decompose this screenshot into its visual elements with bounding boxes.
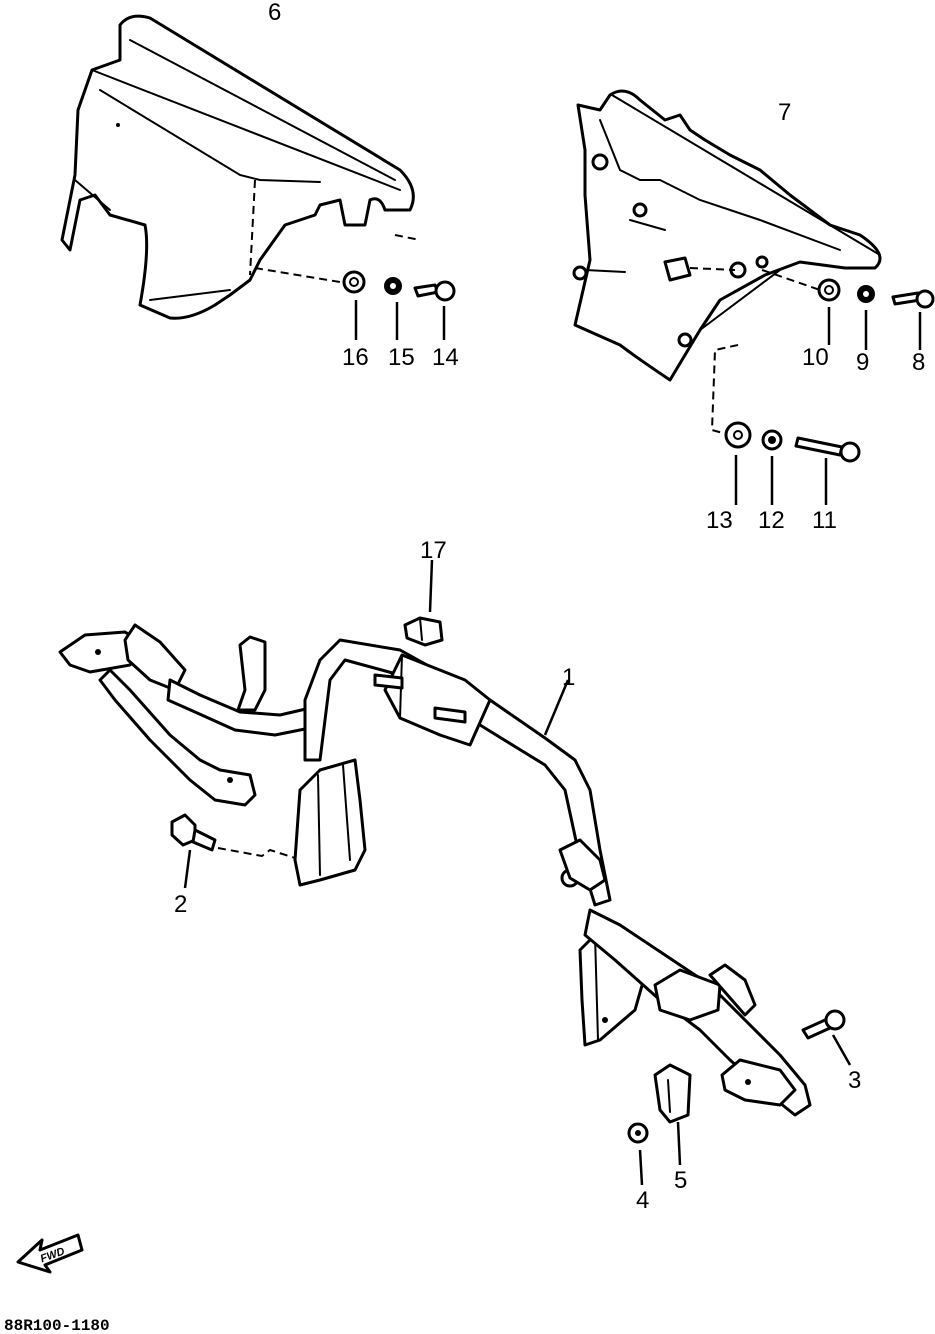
callout-5: 5 (674, 1167, 687, 1194)
fastener-set-13-12-11 (724, 421, 861, 505)
callout-11: 11 (812, 507, 837, 534)
clip-part-17 (403, 559, 444, 647)
callout-labels: 6 7 16 15 14 10 9 8 13 12 11 17 1 2 3 4 … (174, 0, 925, 1214)
callout-8: 8 (912, 349, 925, 376)
forward-arrow: FWD (16, 1233, 84, 1274)
callout-6: 6 (268, 0, 281, 26)
callout-3: 3 (848, 1067, 861, 1094)
nut-part-4 (627, 1122, 649, 1186)
bracket-clip-part-5 (653, 1063, 692, 1166)
fastener-set-16-15-14 (342, 270, 456, 340)
callout-15: 15 (388, 344, 415, 371)
callout-13: 13 (706, 507, 733, 534)
bolt-part-3 (801, 1009, 852, 1066)
side-cover-right-part-7 (572, 89, 882, 436)
drawing-code: 88R100-1180 (4, 1317, 110, 1334)
callout-2: 2 (174, 891, 187, 918)
callout-10: 10 (802, 344, 829, 371)
main-bracket-part-1 (58, 623, 812, 1117)
callout-9: 9 (856, 349, 869, 376)
callout-1: 1 (562, 664, 575, 691)
fastener-set-10-9-8 (817, 278, 935, 350)
callout-12: 12 (758, 507, 785, 534)
callout-17: 17 (420, 537, 447, 564)
callout-14: 14 (432, 344, 459, 371)
bolt-part-2 (170, 813, 296, 889)
side-cover-left-part-6 (60, 14, 421, 320)
callout-16: 16 (342, 344, 369, 371)
callout-4: 4 (636, 1187, 649, 1214)
callout-7: 7 (778, 99, 791, 126)
